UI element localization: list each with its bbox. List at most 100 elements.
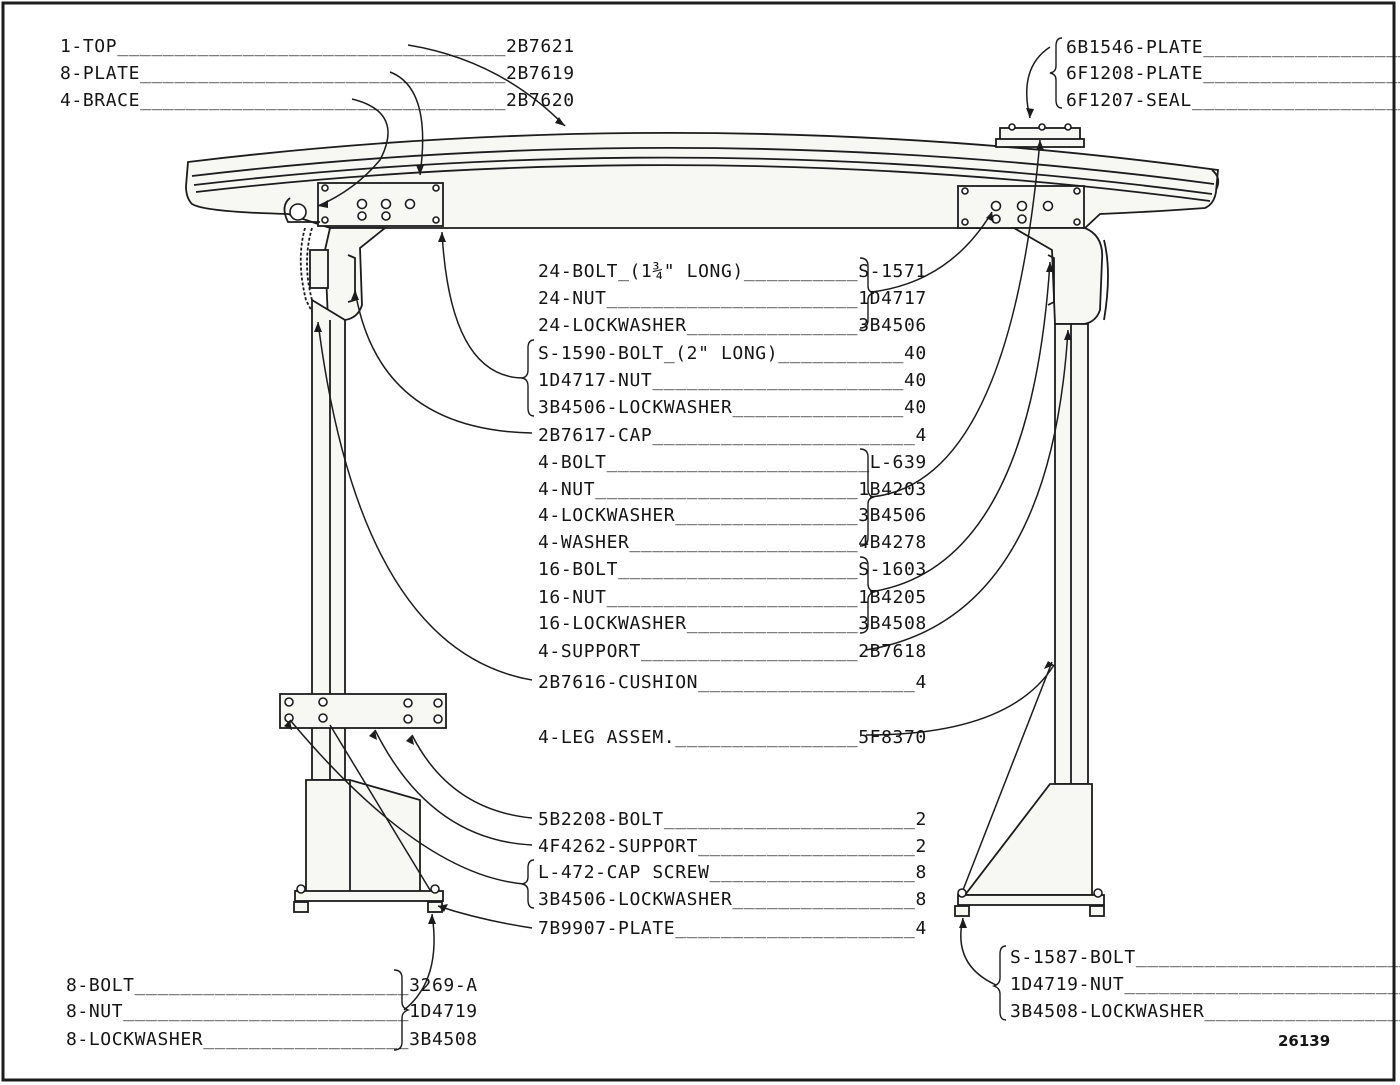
part-quantity: 8	[915, 862, 926, 883]
part-number: 1D4717	[858, 288, 927, 309]
label-lower-center-1: 4F4262-SUPPORT___________________2	[538, 836, 927, 857]
label-center-14: 4-SUPPORT___________________2B7618	[538, 641, 927, 662]
part-name: 8-NUT	[66, 1001, 123, 1022]
label-lower-center-2: L-472-CAP SCREW__________________8	[538, 862, 927, 883]
part-name: 4-LOCKWASHER	[538, 505, 675, 526]
part-quantity: 40	[904, 397, 927, 418]
cross-support	[279, 693, 447, 729]
part-name: 6B1546-PLATE	[1066, 37, 1203, 58]
leader-dashes: ___________	[778, 343, 904, 364]
label-center-12: 16-NUT______________________1B4205	[538, 587, 927, 608]
part-number: 2B7618	[858, 641, 927, 662]
part-name: 4-SUPPORT	[538, 641, 641, 662]
label-lower-center-3: 3B4506-LOCKWASHER________________8	[538, 889, 927, 910]
callout-group-bottom-left: 8-BOLT________________________3269-A 8-N…	[66, 975, 478, 1050]
label-center-11: 16-BOLT_____________________S-1603	[538, 559, 927, 580]
part-name: S-1587-BOLT	[1010, 947, 1136, 968]
label-center-0: 24-BOLT_(1¾" LONG)__________S-1571	[538, 261, 927, 282]
callout-group-top-right: 6B1546-PLATE_____________________1 6F120…	[1066, 37, 1400, 111]
leader-dashes: __________	[744, 261, 858, 282]
label-center-7: 4-BOLT_______________________L-639	[538, 452, 927, 473]
leader-dashes: _________________________	[123, 1001, 409, 1022]
part-quantity: 40	[904, 370, 927, 391]
part-quantity: 4	[915, 425, 926, 446]
label-center-2: 24-LOCKWASHER_______________3B4506	[538, 315, 927, 336]
part-name: 16-BOLT	[538, 559, 618, 580]
callout-group-bottom-right: S-1587-BOLT________________________8 1D4…	[1010, 947, 1400, 1022]
label-center-1: 24-NUT______________________1D4717	[538, 288, 927, 309]
leader-dashes: __________________	[1204, 1001, 1400, 1022]
part-name: 24-NUT	[538, 288, 607, 309]
leader-dashes: ________________	[675, 505, 858, 526]
leader-dashes: ___________________	[641, 641, 858, 662]
figure-number: 26139	[1278, 1032, 1330, 1050]
part-name: 3B4506-LOCKWASHER	[538, 397, 732, 418]
part-quantity: 4	[915, 918, 926, 939]
leader-dash: _	[664, 343, 675, 364]
part-quantity: 40	[904, 343, 927, 364]
part-name: 1D4717-NUT	[538, 370, 652, 391]
part-name: 2B7617-CAP	[538, 425, 652, 446]
leader-dashes: ________________________	[135, 975, 410, 996]
leader-dashes: _____________________	[675, 918, 915, 939]
label-center-16: 4-LEG ASSEM.________________5F8370	[538, 727, 927, 748]
label-lower-center-4: 7B9907-PLATE_____________________4	[538, 918, 927, 939]
leader-dashes: __________________________________	[117, 36, 506, 57]
part-name: 16-LOCKWASHER	[538, 613, 687, 634]
label-top-right-1: 6F1208-PLATE_____________________1	[1066, 63, 1400, 84]
part-name: 1D4719-NUT	[1010, 974, 1124, 995]
part-name: L-472-CAP SCREW	[538, 862, 710, 883]
part-name: S-1590-BOLT	[538, 343, 664, 364]
part-quantity: 2	[915, 836, 926, 857]
callout-group-lower-center: 5B2208-BOLT______________________2 4F426…	[538, 809, 927, 939]
label-bottom-left-1: 8-NUT_________________________1D4719	[66, 1001, 478, 1022]
leader-dashes: ________________	[732, 889, 915, 910]
label-center-5: 3B4506-LOCKWASHER_______________40	[538, 397, 927, 418]
leader-dashes: _____________________	[1203, 63, 1400, 84]
part-name: 4-BOLT	[538, 452, 607, 473]
part-number: 2B7619	[506, 63, 575, 84]
label-bottom-right-2: 3B4508-LOCKWASHER__________________8	[1010, 1001, 1400, 1022]
part-name: 6F1208-PLATE	[1066, 63, 1203, 84]
part-number: 1D4719	[409, 1001, 478, 1022]
part-number: 4B4278	[858, 532, 927, 553]
callout-group-top-left: 1-TOP__________________________________2…	[60, 36, 575, 111]
part-quantity: 8	[915, 889, 926, 910]
leader-dashes: ___________________	[698, 672, 915, 693]
part-name: 4-BRACE	[60, 90, 140, 111]
leader-dashes: ______________________	[664, 809, 916, 830]
part-name: 1-TOP	[60, 36, 117, 57]
leader-dashes: _______________	[687, 315, 859, 336]
part-number: 3269-A	[409, 975, 478, 996]
callout-group-center: 24-BOLT_(1¾" LONG)__________S-1571 24-NU…	[538, 261, 927, 748]
left-support	[283, 197, 388, 323]
part-name: 8-PLATE	[60, 63, 140, 84]
label-center-8: 4-NUT_______________________1B4203	[538, 479, 927, 500]
leader-dashes: _____________________	[618, 559, 858, 580]
part-name: 4F4262-SUPPORT	[538, 836, 698, 857]
part-number: 3B4506	[858, 315, 927, 336]
label-bottom-right-0: S-1587-BOLT________________________8	[1010, 947, 1400, 968]
part-name: 6F1207-SEAL	[1066, 90, 1192, 111]
part-quantity: 4	[915, 672, 926, 693]
label-lower-center-0: 5B2208-BOLT______________________2	[538, 809, 927, 830]
label-bottom-left-2: 8-LOCKWASHER__________________3B4508	[66, 1029, 478, 1050]
part-number: S-1603	[858, 559, 927, 580]
part-name: 5B2208-BOLT	[538, 809, 664, 830]
label-top-right-2: 6F1207-SEAL______________________1	[1066, 90, 1400, 111]
leader-lines	[289, 44, 1069, 1011]
part-quantity: 2	[915, 809, 926, 830]
part-name: 16-NUT	[538, 587, 607, 608]
label-top-left-2: 4-BRACE________________________________2…	[60, 90, 575, 111]
part-name: 7B9907-PLATE	[538, 918, 675, 939]
leader-dashes: __________________	[203, 1029, 409, 1050]
label-top-left-1: 8-PLATE________________________________2…	[60, 63, 575, 84]
part-name: 4-WASHER	[538, 532, 630, 553]
leader-dashes: _______________________	[652, 425, 915, 446]
part-name: 4-LEG ASSEM.	[538, 727, 675, 748]
part-number: L-639	[870, 452, 927, 473]
part-note: (1¾" LONG)	[630, 261, 744, 282]
part-name: 4-NUT	[538, 479, 595, 500]
part-name: 3B4506-LOCKWASHER	[538, 889, 732, 910]
